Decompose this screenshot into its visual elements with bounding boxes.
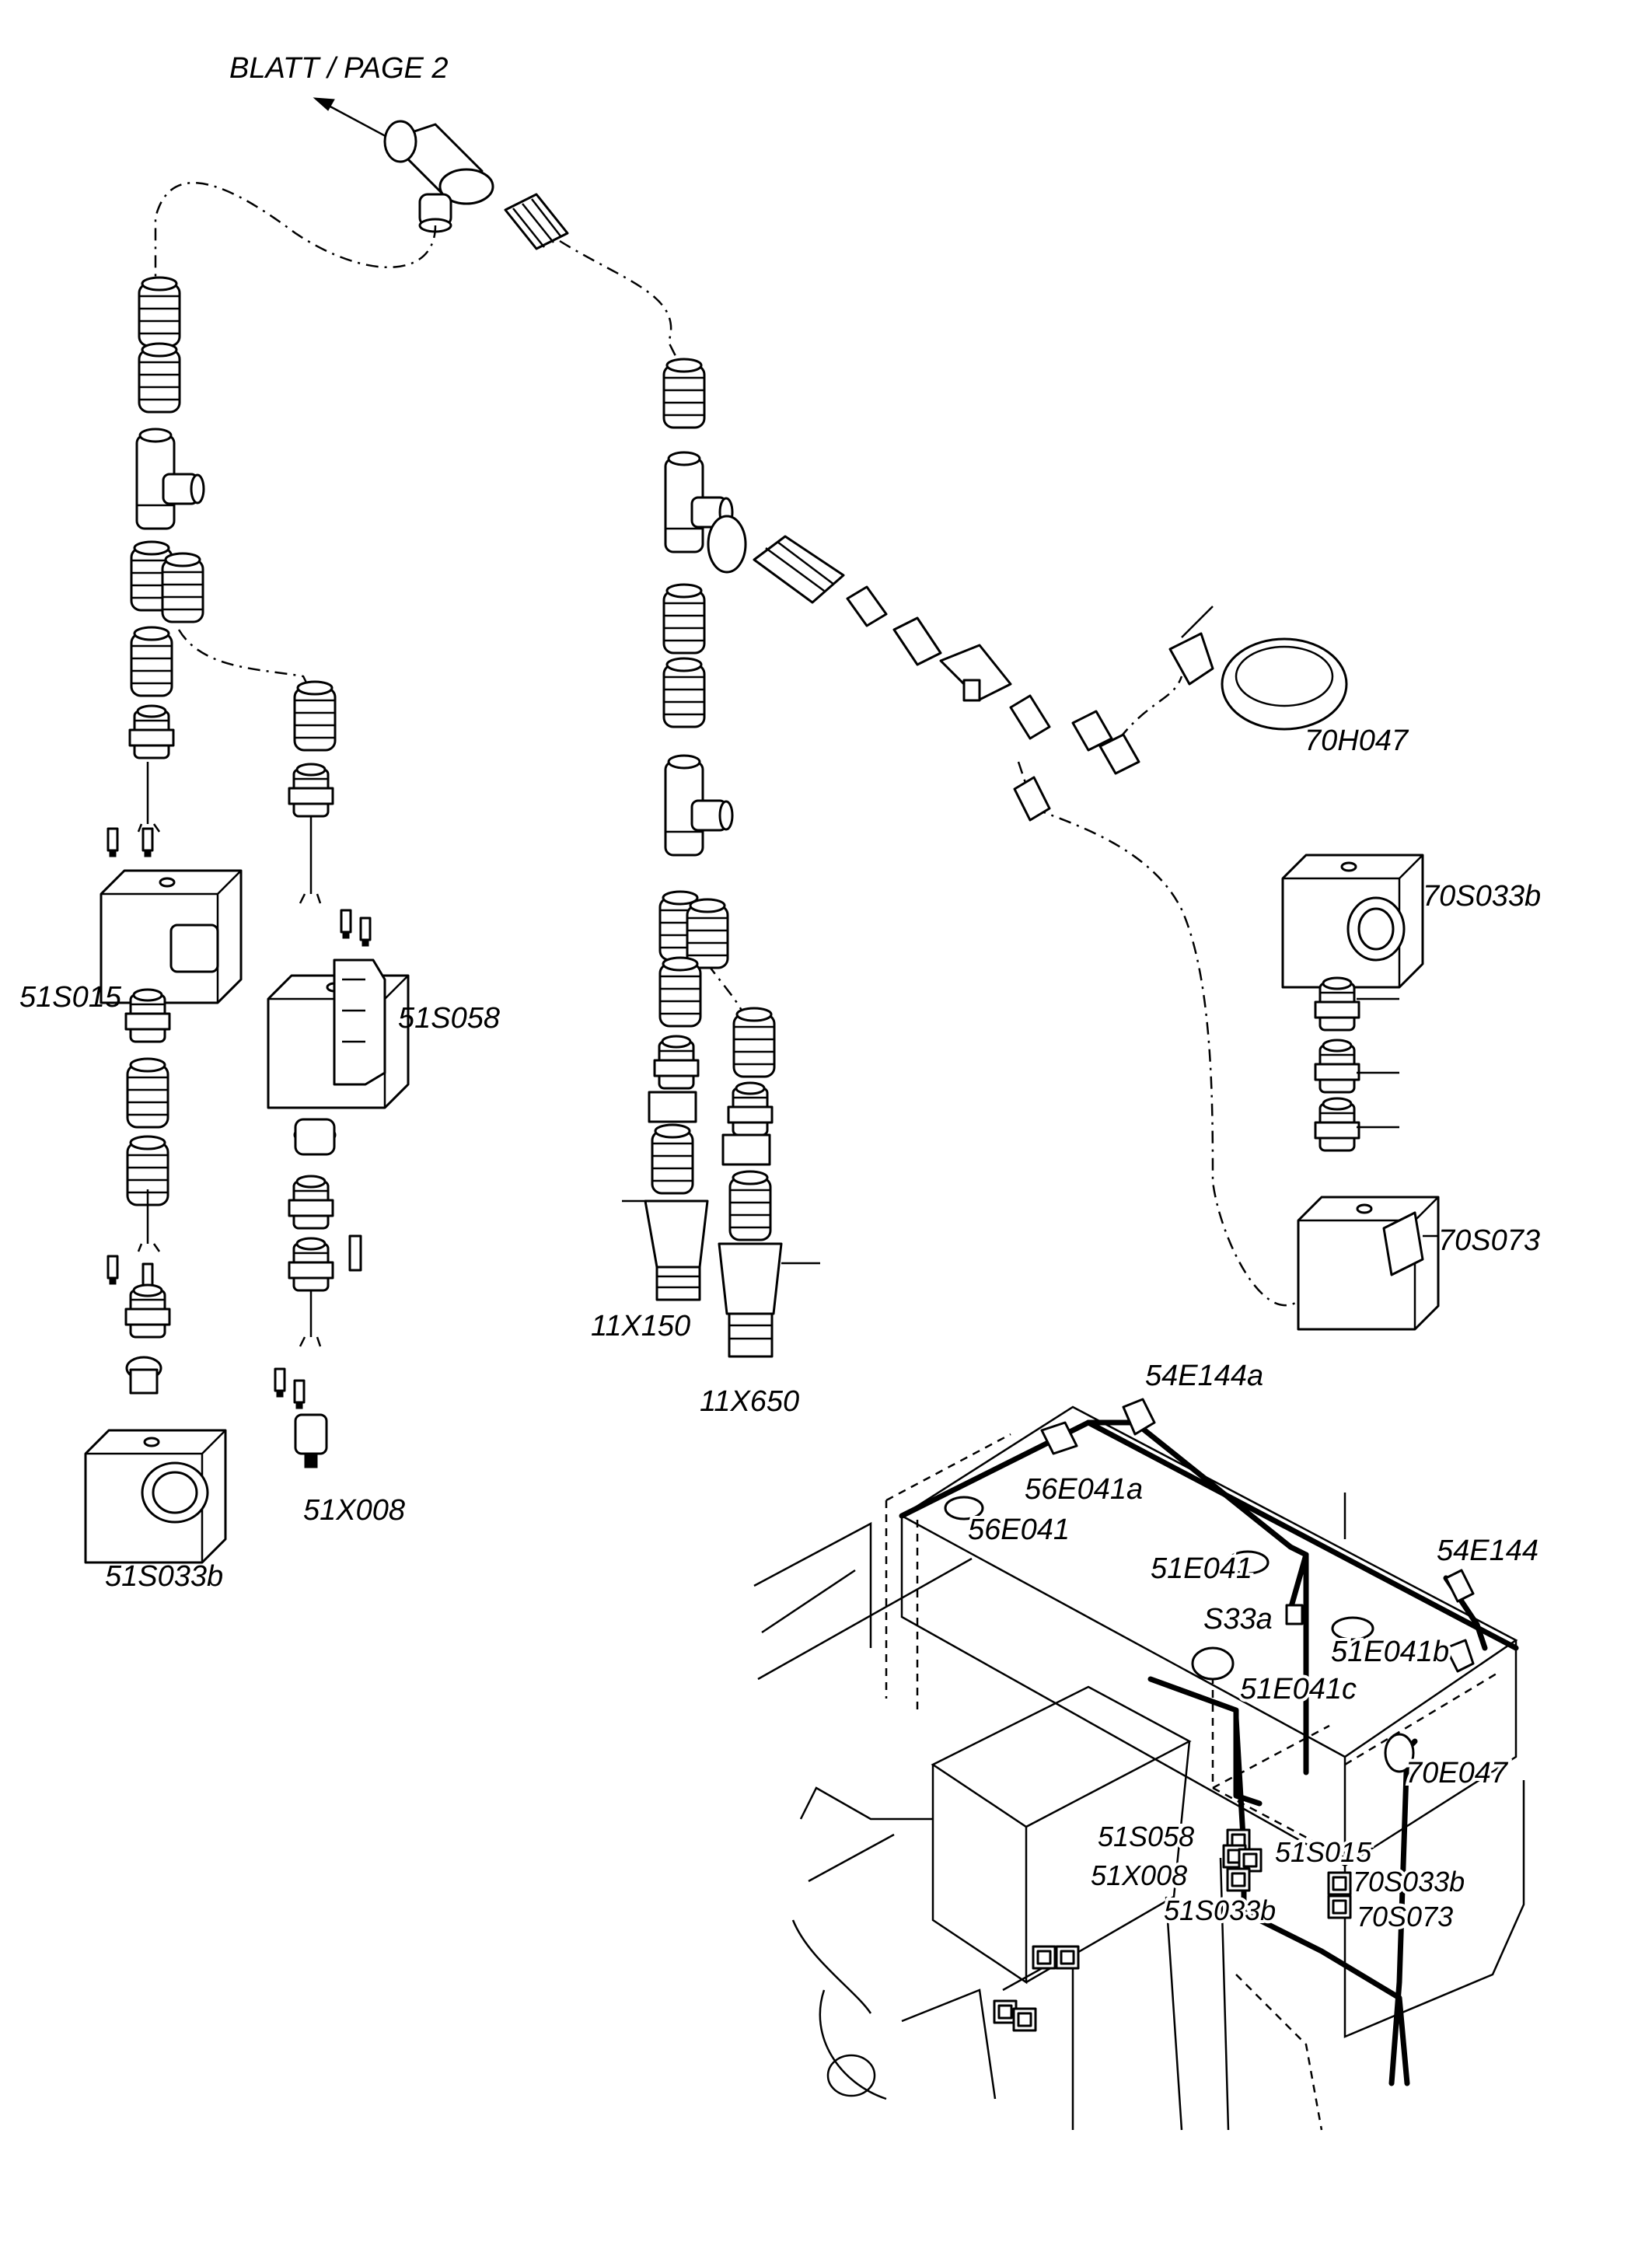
inst-label-51x008: 51X008 (1091, 1859, 1187, 1891)
inst-label-51e041b: 51E041b (1331, 1636, 1449, 1668)
inst-label-51s033b: 51S033b (1164, 1894, 1276, 1926)
inst-label-51s058: 51S058 (1098, 1821, 1194, 1852)
label-70s073: 70S073 (1438, 1224, 1540, 1257)
inst-label-70s033b: 70S033b (1353, 1866, 1465, 1898)
inst-label-51e041: 51E041 (1151, 1552, 1252, 1585)
inst-label-s33a: S33a (1203, 1603, 1273, 1636)
inst-label-56e041: 56E041 (968, 1514, 1070, 1546)
diagonal-branch-parts (753, 535, 1214, 822)
inst-label-54e144: 54E144 (1437, 1535, 1538, 1567)
conduit-51s058-branch (177, 629, 313, 693)
inst-label-70s073: 70S073 (1357, 1901, 1453, 1933)
label-11x150: 11X150 (591, 1310, 690, 1342)
page-reference-label: BLATT / PAGE 2 (229, 52, 449, 85)
conduit-left-branch (154, 181, 437, 280)
inst-label-51s015: 51S015 (1275, 1836, 1372, 1868)
label-51s058: 51S058 (398, 1002, 500, 1035)
label-11x650: 11X650 (700, 1385, 799, 1418)
inst-label-70e047: 70E047 (1406, 1757, 1509, 1789)
label-51s033b: 51S033b (105, 1560, 223, 1593)
column-51s058-parts (267, 680, 410, 1468)
label-70s033b: 70S033b (1423, 880, 1541, 913)
page-reference-arrowhead (313, 97, 335, 111)
inst-label-54e144a: 54E144a (1145, 1360, 1263, 1392)
right-stack-parts (1281, 854, 1440, 1331)
top-t-junction (383, 120, 494, 233)
center-column-parts (622, 358, 820, 1358)
conduit-70h047-branch (1119, 676, 1183, 739)
conduit-70s073-branch (1033, 807, 1315, 1307)
label-51x008: 51X008 (303, 1494, 405, 1527)
top-sleeve (504, 193, 569, 250)
inst-label-51e041c: 51E041c (1240, 1673, 1357, 1706)
conduit-70h047-drop (1017, 761, 1028, 786)
elbow-leader (1181, 606, 1214, 638)
label-51s015: 51S015 (19, 981, 122, 1014)
horn-70h047 (1221, 637, 1348, 731)
inst-label-56e041a: 56E041a (1025, 1473, 1143, 1506)
left-column-parts (84, 276, 243, 1564)
conduit-11x650-branch (707, 963, 748, 1027)
installation-components (944, 1398, 1475, 2032)
horn-70h047-rim (1235, 645, 1334, 707)
conduit-right-branch (559, 239, 682, 366)
installation-frame (753, 1405, 1525, 2131)
label-70h047: 70H047 (1304, 724, 1409, 757)
